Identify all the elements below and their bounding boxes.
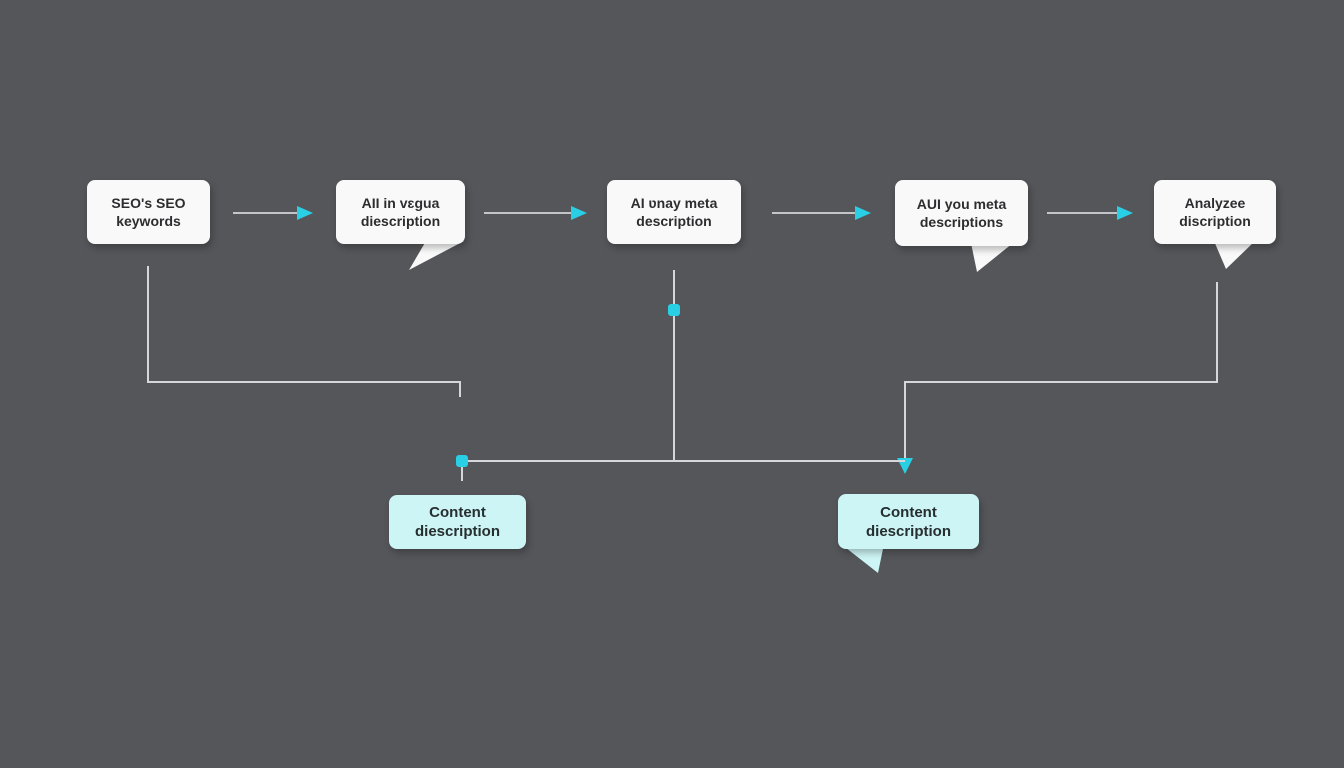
junction-dot-icon bbox=[456, 455, 468, 467]
flow-node-analyze-description: Analyzee discription bbox=[1154, 180, 1276, 244]
arrow-node4-node5 bbox=[1047, 206, 1133, 220]
arrowhead-right-icon bbox=[297, 206, 313, 220]
flow-node-meta-description: AI ʋnay meta description bbox=[607, 180, 741, 244]
content-node-label: Content diescription bbox=[865, 503, 951, 540]
content-node-1: Content diescription bbox=[389, 495, 526, 549]
speech-tail-node4-icon bbox=[971, 243, 1013, 272]
connector-node1-elbow bbox=[147, 266, 461, 397]
flow-node-seo-keywords: SEO's SEO keywords bbox=[87, 180, 210, 244]
flow-node-label: AI ʋnay meta description bbox=[630, 195, 718, 229]
arrowhead-right-icon bbox=[855, 206, 871, 220]
speech-tail-node5-icon bbox=[1214, 241, 1255, 269]
flow-node-vegua-description: AII in vɛgua diescription bbox=[336, 180, 465, 244]
connector-node5-elbow bbox=[904, 282, 1218, 458]
content-node-2: Content diescription bbox=[838, 494, 979, 549]
flow-node-label: SEO's SEO keywords bbox=[111, 195, 186, 229]
content-node-label: Content diescription bbox=[414, 504, 500, 540]
flow-node-label: AII in vɛgua diescription bbox=[360, 195, 441, 229]
flow-node-meta-descriptions: AUI you meta descriptions bbox=[895, 180, 1028, 246]
arrow-node1-node2 bbox=[233, 206, 313, 220]
arrow-node3-node4 bbox=[772, 206, 871, 220]
junction-dot-icon bbox=[668, 304, 680, 316]
arrow-node2-node3 bbox=[484, 206, 587, 220]
arrowhead-right-icon bbox=[571, 206, 587, 220]
arrowhead-right-icon bbox=[1117, 206, 1133, 220]
flow-node-label: AUI you meta descriptions bbox=[916, 196, 1007, 230]
speech-tail-node2-icon bbox=[409, 241, 464, 270]
flow-node-label: Analyzee discription bbox=[1179, 195, 1251, 229]
speech-tail-content2-icon bbox=[841, 544, 884, 573]
